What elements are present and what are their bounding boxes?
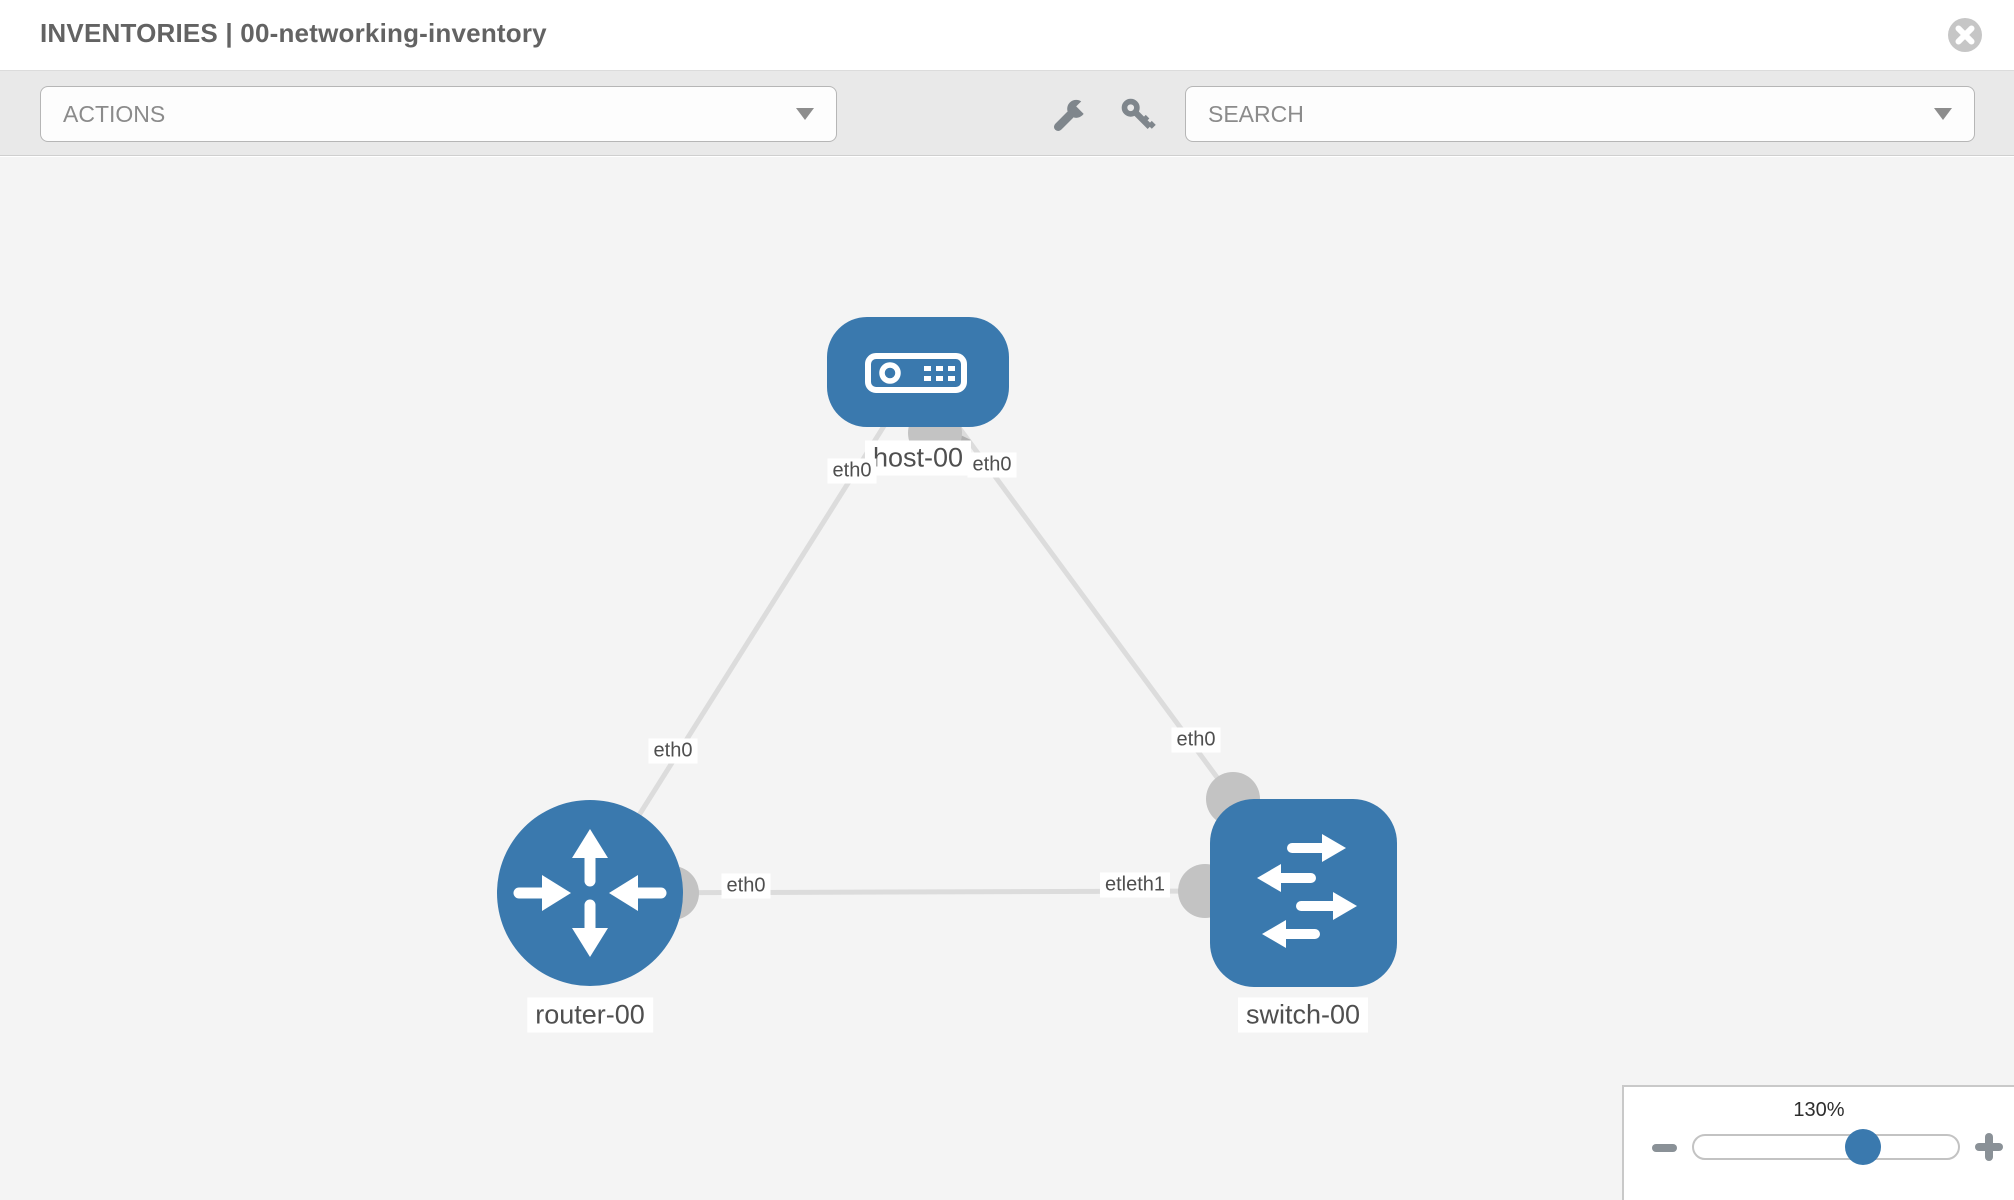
node-host-00[interactable] (827, 317, 1009, 427)
zoom-level-label: 130% (1793, 1099, 1845, 1121)
zoom-in-plus-icon[interactable] (1975, 1133, 2003, 1161)
toolbar: ACTIONS SEARCH (0, 70, 2014, 156)
iface-label-switch-eth0-top: eth0 (1171, 727, 1221, 753)
iface-label-router-eth0-up: eth0 (648, 738, 698, 764)
chevron-down-icon (796, 108, 814, 120)
wrench-icon[interactable] (1052, 97, 1088, 133)
iface-label-overlap-fragment: etl (1104, 873, 1127, 896)
iface-label-router-eth0-link: eth0 (721, 873, 771, 899)
chevron-down-icon (1934, 108, 1952, 120)
node-label-router: router-00 (527, 997, 653, 1033)
zoom-panel: 130% (1622, 1085, 2014, 1200)
switch-arrows-icon (1257, 834, 1357, 948)
node-switch-00[interactable] (1210, 799, 1397, 987)
iface-label-host-eth0-right: eth0 (967, 452, 1017, 478)
zoom-out-minus-icon[interactable] (1652, 1144, 1677, 1152)
topology-graph (497, 317, 1397, 987)
zoom-slider-handle[interactable] (1844, 1129, 1881, 1165)
header-bar: INVENTORIES | 00-networking-inventory (0, 0, 2014, 70)
zoom-slider-row (1624, 1129, 2014, 1167)
key-icon[interactable] (1120, 97, 1156, 133)
topology-canvas[interactable]: host-00 router-00 switch-00 eth0 eth0 et… (0, 157, 2014, 1200)
iface-label-switch-overlap: etleth1 (1099, 872, 1171, 898)
actions-dropdown[interactable]: ACTIONS (40, 86, 837, 142)
node-router-00[interactable] (497, 800, 683, 986)
search-dropdown-label: SEARCH (1208, 100, 1304, 127)
router-arrows-icon (513, 829, 667, 957)
node-label-switch: switch-00 (1237, 997, 1369, 1033)
iface-label-switch-eth1: eth1 (1126, 873, 1166, 896)
close-icon[interactable] (1946, 16, 1984, 54)
actions-dropdown-label: ACTIONS (63, 100, 166, 127)
node-label-host: host-00 (864, 440, 972, 476)
iface-label-host-eth0-left: eth0 (827, 458, 877, 484)
search-dropdown[interactable]: SEARCH (1185, 86, 1975, 142)
page-title: INVENTORIES | 00-networking-inventory (40, 18, 547, 48)
zoom-slider-track[interactable] (1692, 1129, 1960, 1165)
server-icon (865, 353, 967, 393)
